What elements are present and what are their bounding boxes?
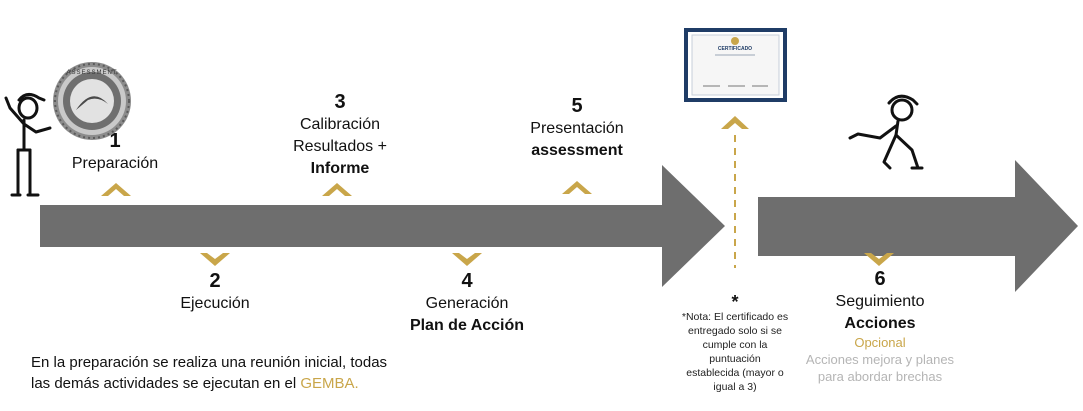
step-4-line1: Generación: [425, 295, 509, 312]
chevron-down-icon: [864, 253, 894, 266]
step-5-line2: assessment: [531, 142, 623, 159]
note-line-1: *Nota: El certificado es: [681, 311, 789, 323]
chevron-up-icon: [322, 183, 352, 196]
footer-line-2: las demás actividades se ejecutan en el …: [31, 373, 451, 394]
step-2-number: 2: [209, 270, 221, 292]
note-line-6: igual a 3): [713, 381, 757, 393]
timeline-arrow-followup: [758, 160, 1078, 292]
step-3-number: 3: [334, 91, 346, 113]
note-line-2: entregado solo si se: [688, 325, 782, 337]
step-3-line3: Informe: [310, 160, 370, 177]
certificate-note: * *Nota: El certificado es entregado sol…: [670, 292, 800, 394]
person-walking-icon: [848, 94, 924, 170]
step-1-label: Preparación: [71, 155, 159, 172]
chevron-up-icon: [101, 183, 131, 196]
note-line-4: puntuación: [709, 353, 761, 365]
step-5: 5 Presentación assessment: [512, 95, 642, 162]
step-6-desc2: para abordar brechas: [817, 369, 943, 384]
chevron-up-icon: [562, 181, 592, 194]
step-5-number: 5: [571, 95, 583, 117]
timeline-arrow-main: [40, 165, 725, 287]
step-3: 3 Calibración Resultados + Informe: [270, 91, 410, 180]
asterisk-icon: *: [731, 292, 739, 312]
seal-text: ASSESSMENT: [66, 70, 118, 76]
step-2-label: Ejecución: [180, 295, 250, 312]
step-4-line2: Plan de Acción: [409, 317, 525, 334]
person-pointing-icon: [4, 93, 52, 197]
note-line-3: cumple con la: [702, 339, 768, 351]
step-3-line1: Calibración: [299, 116, 381, 133]
certificate-icon: [684, 28, 787, 102]
footer-gemba-highlight: GEMBA.: [300, 375, 359, 392]
step-4: 4 Generación Plan de Acción: [397, 270, 537, 337]
certificate-title: CERTIFICADO: [717, 46, 753, 52]
assessment-seal-icon: [53, 62, 131, 140]
chevron-up-icon: [721, 116, 749, 129]
note-line-5: establecida (mayor o: [686, 367, 784, 379]
chevron-down-icon: [200, 253, 230, 266]
step-2: 2 Ejecución: [160, 270, 270, 315]
footer-line-2-prefix: las demás actividades se ejecutan en el: [31, 375, 301, 392]
step-6-desc1: Acciones mejora y planes: [805, 352, 955, 367]
step-4-number: 4: [461, 270, 473, 292]
footer-line-1: En la preparación se realiza una reunión…: [31, 354, 388, 371]
step-3-line2: Resultados +: [293, 138, 387, 155]
step-1-number: 1: [109, 130, 121, 152]
step-6: 6 Seguimiento Acciones Opcional Acciones…: [800, 268, 960, 385]
step-1: 1 Preparación: [60, 130, 170, 175]
step-6-line1: Seguimiento: [835, 293, 925, 310]
step-5-line1: Presentación: [530, 120, 624, 137]
footer-text: En la preparación se realiza una reunión…: [31, 352, 451, 394]
step-6-optional: Opcional: [854, 335, 906, 350]
chevron-down-icon: [452, 253, 482, 266]
step-6-line2: Acciones: [844, 315, 916, 332]
step-6-number: 6: [874, 268, 886, 290]
